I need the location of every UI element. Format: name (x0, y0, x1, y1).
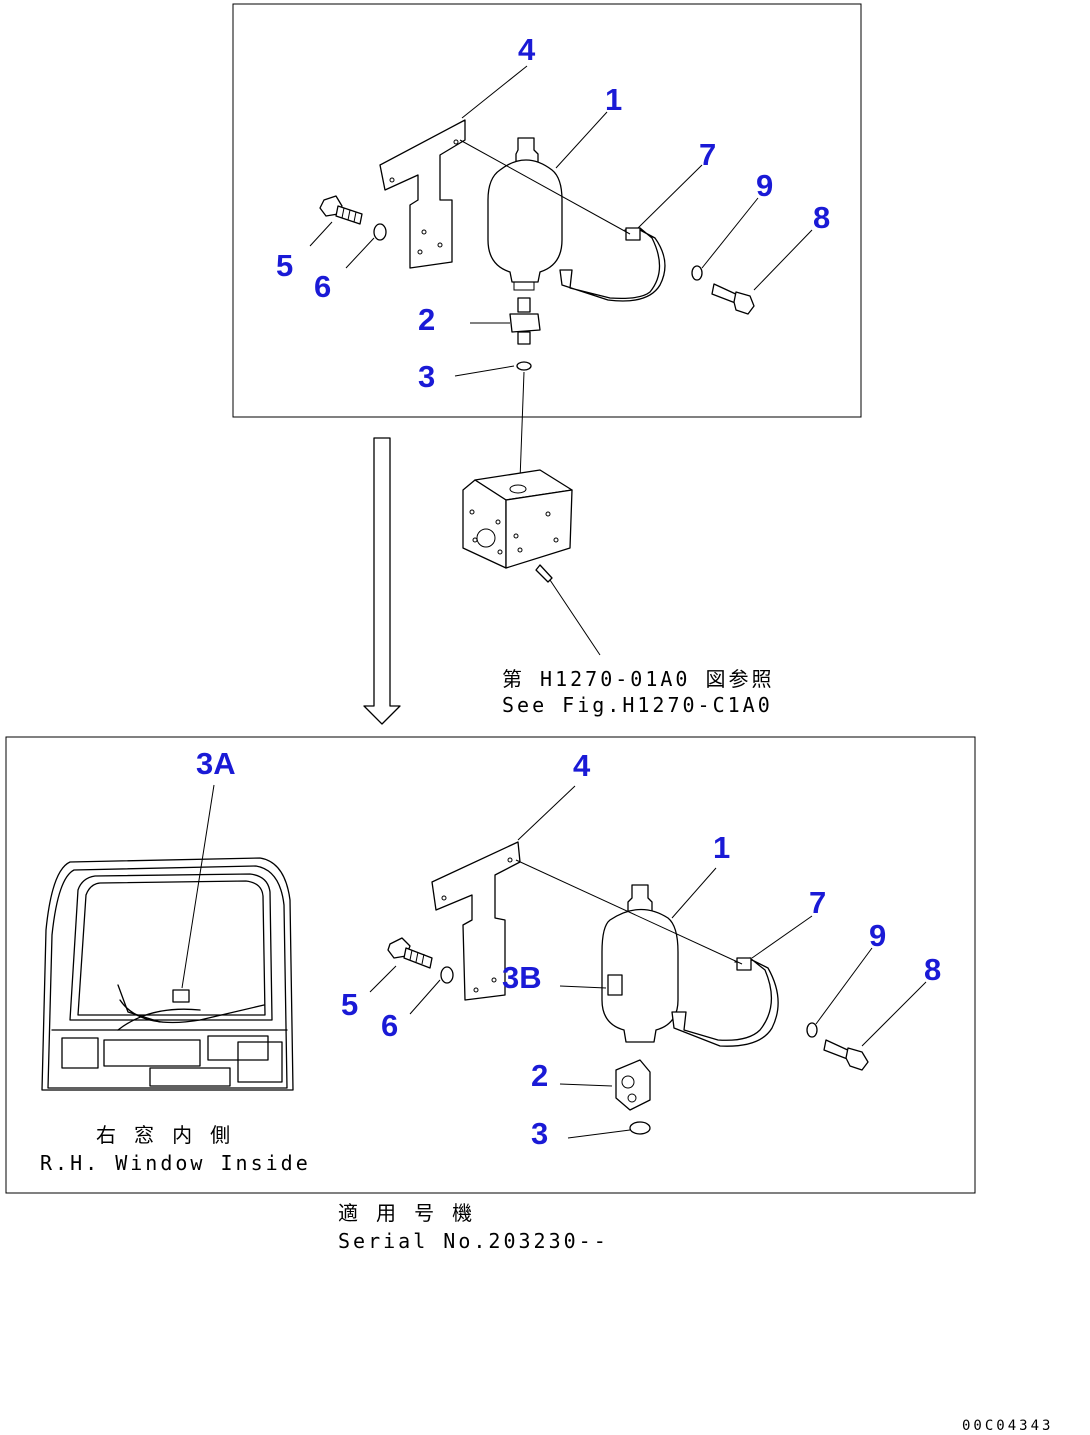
washer-part (440, 966, 454, 984)
drawing-code: 00C04343 (962, 1418, 1053, 1434)
band-part (559, 227, 666, 302)
callout-3: 3 (531, 1116, 548, 1151)
washer-part (373, 223, 387, 241)
callout-3a: 3A (196, 746, 236, 781)
callout-3: 3 (418, 359, 435, 394)
callout-4: 4 (518, 32, 536, 67)
o-ring-part (516, 361, 532, 371)
callout-7: 7 (699, 137, 716, 172)
bolt-part (319, 195, 363, 225)
callout-9: 9 (869, 918, 886, 953)
cab-caption-jp: 右 窓 内 側 (96, 1123, 233, 1147)
callout-8: 8 (924, 952, 941, 987)
bolt-part (823, 1039, 869, 1071)
bolt-part (711, 283, 755, 315)
callout-9: 9 (756, 168, 773, 203)
callout-2: 2 (531, 1058, 548, 1093)
callout-6: 6 (381, 1008, 398, 1043)
cab-caption-en: R.H. Window Inside (40, 1151, 311, 1175)
reference-note-jp: 第 H1270-01A0 図参照 (502, 667, 775, 691)
bolt-part (387, 937, 433, 969)
callout-5: 5 (276, 248, 293, 283)
accumulator-part (601, 884, 679, 1043)
lower-view-frame (5, 736, 976, 1194)
callout-8: 8 (813, 200, 830, 235)
label-plate-3a (172, 989, 190, 1003)
serial-label-jp: 適 用 号 機 (338, 1201, 475, 1225)
fitting-part (559, 1059, 651, 1111)
washer-part (806, 1022, 818, 1038)
lower-view: 3A 右 窓 内 側 R.H. Window Inside (5, 736, 976, 1194)
callout-5: 5 (341, 987, 358, 1022)
down-arrow-icon (363, 437, 401, 725)
accumulator-part (487, 137, 563, 291)
band-part (671, 957, 779, 1047)
callout-1: 1 (605, 82, 622, 117)
callout-6: 6 (314, 269, 331, 304)
bracket-part (379, 119, 466, 269)
callout-7: 7 (809, 885, 826, 920)
serial-label-en: Serial No.203230-- (338, 1229, 609, 1253)
o-ring-part (629, 1121, 651, 1135)
upper-view-frame (232, 3, 862, 418)
reference-note-en: See Fig.H1270-C1A0 (502, 693, 773, 717)
label-plate-3b (607, 974, 623, 996)
cab-window (41, 857, 294, 1091)
fitting-part (470, 297, 541, 345)
upper-view: 4 1 7 9 8 5 6 2 3 (232, 3, 862, 481)
callout-3b: 3B (502, 960, 542, 995)
callout-2: 2 (418, 302, 435, 337)
valve-block (462, 469, 601, 656)
callout-1: 1 (713, 830, 730, 865)
callout-4: 4 (573, 748, 591, 783)
washer-part (691, 265, 703, 281)
